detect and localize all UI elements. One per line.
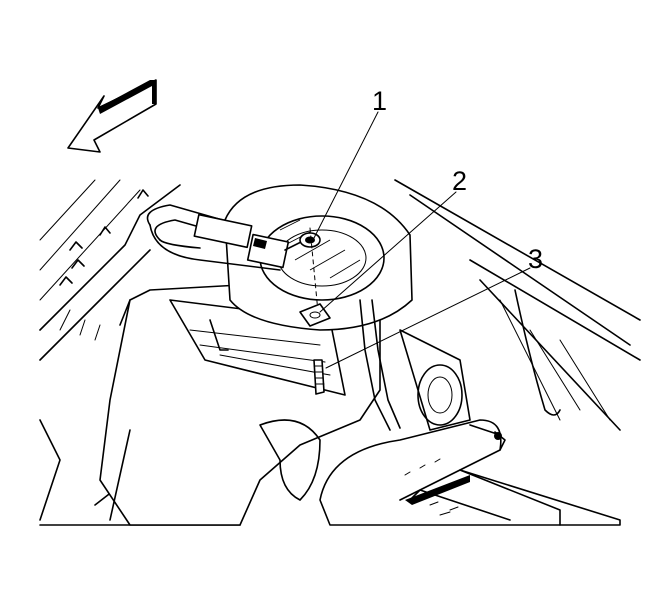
storage-tray xyxy=(319,419,621,526)
front-of-vehicle-arrow xyxy=(67,79,157,153)
mounting-hardware xyxy=(299,227,331,395)
callout-2-label: 2 xyxy=(452,166,467,196)
callout-1-label: 1 xyxy=(372,86,387,116)
callout-3-label: 3 xyxy=(528,244,543,274)
fuel-lines-and-connector xyxy=(146,204,401,431)
callout-leaders xyxy=(313,111,531,369)
vehicle-body-structure xyxy=(39,179,641,526)
